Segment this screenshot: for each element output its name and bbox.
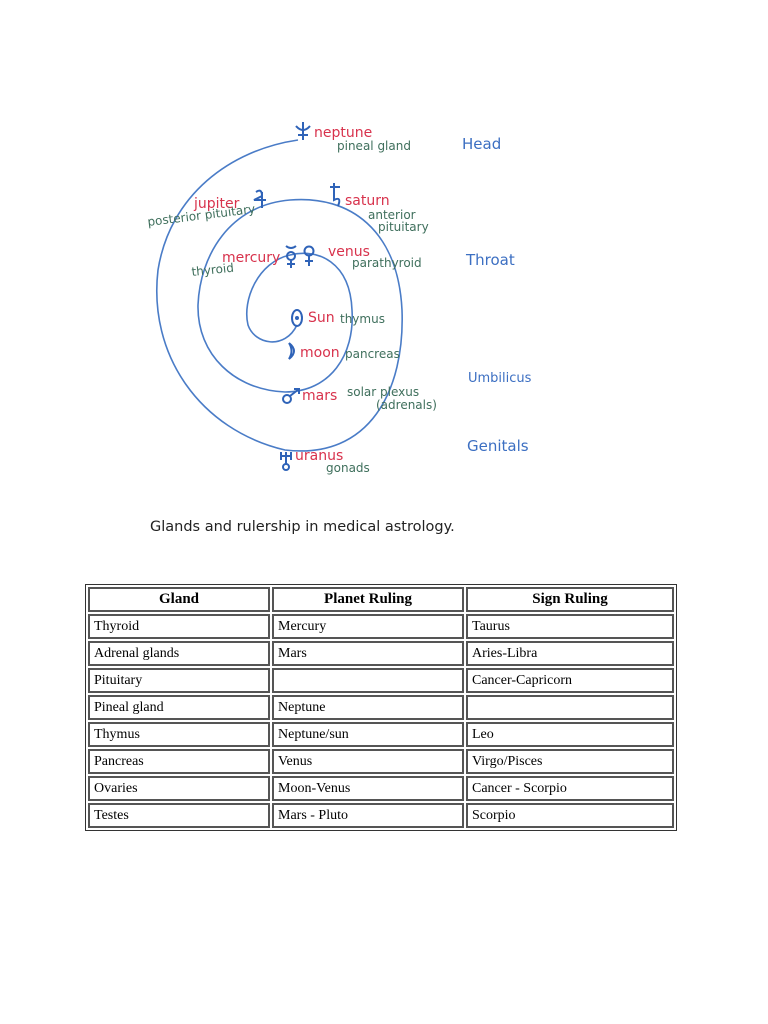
region-label-throat: Throat xyxy=(465,251,515,269)
gland-label-parathyroid: parathyroid xyxy=(352,256,422,270)
region-label-genitals: Genitals xyxy=(467,437,529,455)
cell-gland: Thyroid xyxy=(88,614,270,639)
cell-gland: Ovaries xyxy=(88,776,270,801)
venus-symbol-icon xyxy=(305,247,314,267)
planet-label-moon: moon xyxy=(300,345,340,361)
planet-label-mars: mars xyxy=(302,388,337,404)
table-header-row: Gland Planet Ruling Sign Ruling xyxy=(88,587,674,612)
gland-label-pineal: pineal gland xyxy=(337,139,411,153)
gland-label-pancreas: pancreas xyxy=(345,347,400,361)
table-row: Thyroid Mercury Taurus xyxy=(88,614,674,639)
column-header-planet-ruling: Planet Ruling xyxy=(272,587,464,612)
moon-symbol-icon xyxy=(289,343,294,359)
spiral-curve xyxy=(157,140,402,451)
cell-gland: Pituitary xyxy=(88,668,270,693)
gland-spiral-diagram: neptune jupiter saturn mercury venus Sun… xyxy=(0,0,768,510)
cell-planet: Moon-Venus xyxy=(272,776,464,801)
table-row: Ovaries Moon-Venus Cancer - Scorpio xyxy=(88,776,674,801)
table-row: Thymus Neptune/sun Leo xyxy=(88,722,674,747)
cell-gland: Testes xyxy=(88,803,270,828)
cell-planet: Mercury xyxy=(272,614,464,639)
table-row: Testes Mars - Pluto Scorpio xyxy=(88,803,674,828)
sun-symbol-icon xyxy=(292,310,302,326)
figure-caption: Glands and rulership in medical astrolog… xyxy=(150,519,455,535)
gland-rulership-table: Gland Planet Ruling Sign Ruling Thyroid … xyxy=(85,584,677,831)
gland-label-gonads: gonads xyxy=(326,461,370,475)
cell-gland: Pineal gland xyxy=(88,695,270,720)
cell-sign: Scorpio xyxy=(466,803,674,828)
gland-label-thymus: thymus xyxy=(340,312,385,326)
gland-label-adrenals: (adrenals) xyxy=(376,398,437,412)
table-row: Pancreas Venus Virgo/Pisces xyxy=(88,749,674,774)
cell-gland: Thymus xyxy=(88,722,270,747)
saturn-symbol-icon xyxy=(330,183,340,206)
gland-label-pituitary: pituitary xyxy=(378,220,429,234)
cell-planet: Venus xyxy=(272,749,464,774)
cell-planet: Neptune xyxy=(272,695,464,720)
planet-label-sun: Sun xyxy=(308,310,335,326)
cell-sign: Leo xyxy=(466,722,674,747)
cell-planet: Neptune/sun xyxy=(272,722,464,747)
table-row: Adrenal glands Mars Aries-Libra xyxy=(88,641,674,666)
cell-planet: Mars - Pluto xyxy=(272,803,464,828)
uranus-symbol-icon xyxy=(281,452,291,470)
cell-sign: Aries-Libra xyxy=(466,641,674,666)
cell-sign: Cancer-Capricorn xyxy=(466,668,674,693)
gland-label-solar-plexus: solar plexus xyxy=(347,385,419,399)
cell-planet xyxy=(272,668,464,693)
cell-sign: Virgo/Pisces xyxy=(466,749,674,774)
gland-label-thyroid: thyroid xyxy=(191,261,235,279)
cell-gland: Pancreas xyxy=(88,749,270,774)
region-label-head: Head xyxy=(462,135,501,153)
neptune-symbol-icon xyxy=(296,122,310,140)
mercury-symbol-icon xyxy=(286,246,296,268)
cell-sign: Taurus xyxy=(466,614,674,639)
planet-label-saturn: saturn xyxy=(345,193,390,209)
cell-sign: Cancer - Scorpio xyxy=(466,776,674,801)
table-row: Pituitary Cancer-Capricorn xyxy=(88,668,674,693)
column-header-sign-ruling: Sign Ruling xyxy=(466,587,674,612)
table-row: Pineal gland Neptune xyxy=(88,695,674,720)
cell-planet: Mars xyxy=(272,641,464,666)
region-label-umbilicus: Umbilicus xyxy=(468,371,532,386)
column-header-gland: Gland xyxy=(88,587,270,612)
cell-sign xyxy=(466,695,674,720)
cell-gland: Adrenal glands xyxy=(88,641,270,666)
